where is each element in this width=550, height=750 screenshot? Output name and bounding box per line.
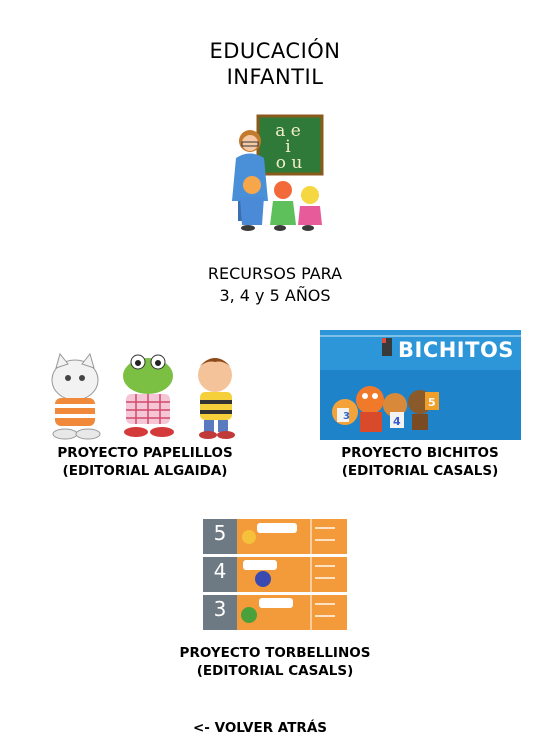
resources-heading-line1: RECURSOS PARA: [207, 264, 343, 283]
teacher-clipart-image: a e i o u: [228, 113, 328, 238]
torbellinos-publisher: (EDITORIAL CASALS): [196, 663, 354, 679]
page-title-line2: INFANTIL: [226, 65, 324, 89]
bichitos-banner-title: BICHITOS: [398, 338, 514, 362]
page-title: EDUCACIÓN INFANTIL: [0, 38, 550, 90]
torbellinos-row-5: 5: [203, 519, 347, 554]
torbellinos-age-5: 5: [203, 519, 237, 554]
back-link[interactable]: <- VOLVER ATRÁS: [193, 720, 327, 736]
papelillos-project-name[interactable]: PROYECTO PAPELILLOS: [57, 445, 233, 461]
svg-text:5: 5: [428, 396, 436, 409]
chalkboard-text-2: i: [285, 137, 291, 157]
papelillos-characters-image[interactable]: [40, 350, 250, 440]
svg-text:4: 4: [393, 415, 401, 428]
bichitos-publisher: (EDITORIAL CASALS): [341, 463, 499, 479]
torbellinos-levels-image[interactable]: 5 4 3: [203, 519, 347, 630]
torbellinos-age-4: 4: [203, 557, 237, 592]
bichitos-project-name[interactable]: PROYECTO BICHITOS: [341, 445, 499, 461]
page-title-line1: EDUCACIÓN: [209, 39, 341, 63]
torbellinos-age-3: 3: [203, 595, 237, 630]
torbellinos-row-3: 3: [203, 595, 347, 630]
torbellinos-caption[interactable]: PROYECTO TORBELLINOS (EDITORIAL CASALS): [150, 644, 400, 680]
resources-heading-line2: 3, 4 y 5 AÑOS: [219, 286, 331, 305]
svg-text:3: 3: [343, 411, 350, 422]
bichitos-caption[interactable]: PROYECTO BICHITOS (EDITORIAL CASALS): [300, 444, 540, 480]
torbellinos-project-name[interactable]: PROYECTO TORBELLINOS: [179, 645, 371, 661]
torbellinos-row-4: 4: [203, 557, 347, 592]
resources-heading: RECURSOS PARA 3, 4 y 5 AÑOS: [0, 263, 550, 307]
papelillos-publisher: (EDITORIAL ALGAIDA): [62, 463, 228, 479]
bichitos-banner-image[interactable]: 3 4 5 BICHITOS: [320, 330, 521, 440]
papelillos-caption[interactable]: PROYECTO PAPELILLOS (EDITORIAL ALGAIDA): [20, 444, 270, 480]
chalkboard-text-1: a e: [275, 121, 301, 141]
chalkboard-text-3: o u: [276, 153, 303, 173]
